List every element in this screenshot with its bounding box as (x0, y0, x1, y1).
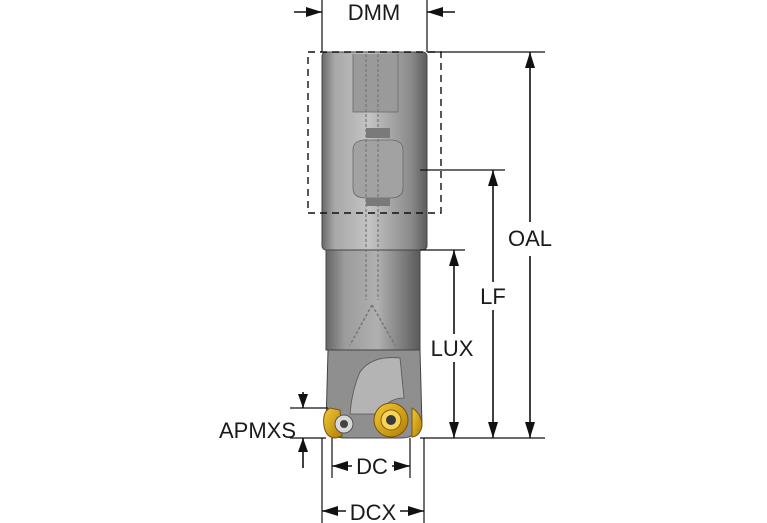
insert-front (373, 402, 409, 438)
clamping-zone-outline (307, 51, 442, 214)
coolant-bore (352, 54, 399, 113)
chip-flute (349, 357, 405, 415)
insert-rear (411, 407, 423, 438)
dim-oal: OAL (508, 52, 552, 438)
label-dc: DC (356, 454, 388, 479)
dim-dmm: DMM (294, 0, 455, 25)
coupling-collar (366, 128, 390, 138)
extension-lines (290, 0, 545, 523)
label-lux: LUX (431, 336, 474, 361)
dim-lf: LF (480, 170, 506, 438)
label-apmxs: APMXS (219, 418, 296, 443)
label-dmm: DMM (348, 0, 401, 25)
coolant-channel (365, 54, 379, 300)
label-lf: LF (480, 284, 506, 309)
coolant-split (349, 304, 396, 346)
label-oal: OAL (508, 226, 552, 251)
dim-dcx: DCX (322, 500, 424, 523)
dim-dc: DC (332, 454, 410, 479)
label-dcx: DCX (350, 500, 397, 523)
neck (325, 249, 421, 351)
tool-body (321, 51, 428, 439)
insert-side (323, 407, 354, 439)
dim-lux: LUX (431, 250, 474, 438)
dim-apmxs: APMXS (219, 392, 308, 468)
